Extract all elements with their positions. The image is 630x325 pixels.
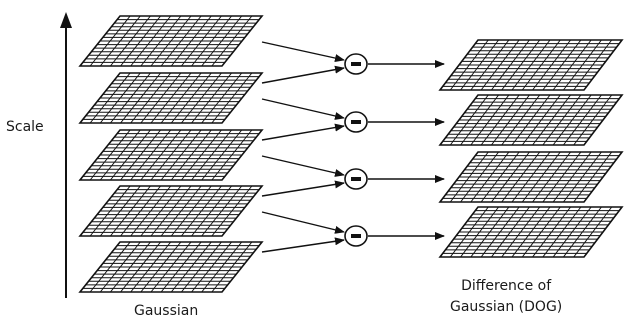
gaussian-grid-2	[78, 72, 264, 124]
arrow-gauss-upper-4	[261, 211, 345, 234]
arrow-gauss-lower-3	[261, 180, 345, 197]
gaussian-grid-3	[78, 129, 264, 181]
gaussian-label: Gaussian	[134, 303, 199, 319]
gaussian-grid-4	[78, 185, 264, 237]
arrow-gauss-upper-3	[261, 155, 345, 177]
scale-label: Scale	[6, 119, 44, 135]
dog-label-line1: Difference of	[461, 278, 552, 294]
dog-stack	[438, 39, 624, 258]
dog-grid-1	[438, 39, 624, 91]
subtract-operators	[344, 53, 368, 247]
gaussian-grid-1	[78, 15, 264, 67]
minus-operator-icon	[344, 111, 368, 133]
dog-label-line2: Gaussian (DOG)	[450, 299, 563, 315]
dog-grid-3	[438, 151, 624, 203]
arrow-gauss-upper-2	[261, 98, 345, 120]
arrows	[261, 41, 445, 253]
minus-operator-icon	[344, 53, 368, 75]
dog-label: Difference of Gaussian (DOG)	[450, 276, 562, 318]
arrow-gauss-lower-2	[261, 123, 345, 141]
gaussian-grid-5	[78, 241, 264, 293]
arrow-gauss-lower-4	[261, 237, 345, 253]
arrow-gauss-upper-1	[261, 41, 345, 62]
dog-grid-2	[438, 94, 624, 146]
minus-operator-icon	[344, 168, 368, 190]
dog-grid-4	[438, 206, 624, 258]
scale-axis	[60, 12, 72, 298]
arrow-gauss-lower-1	[261, 65, 345, 84]
minus-operator-icon	[344, 225, 368, 247]
gaussian-stack	[78, 15, 264, 293]
